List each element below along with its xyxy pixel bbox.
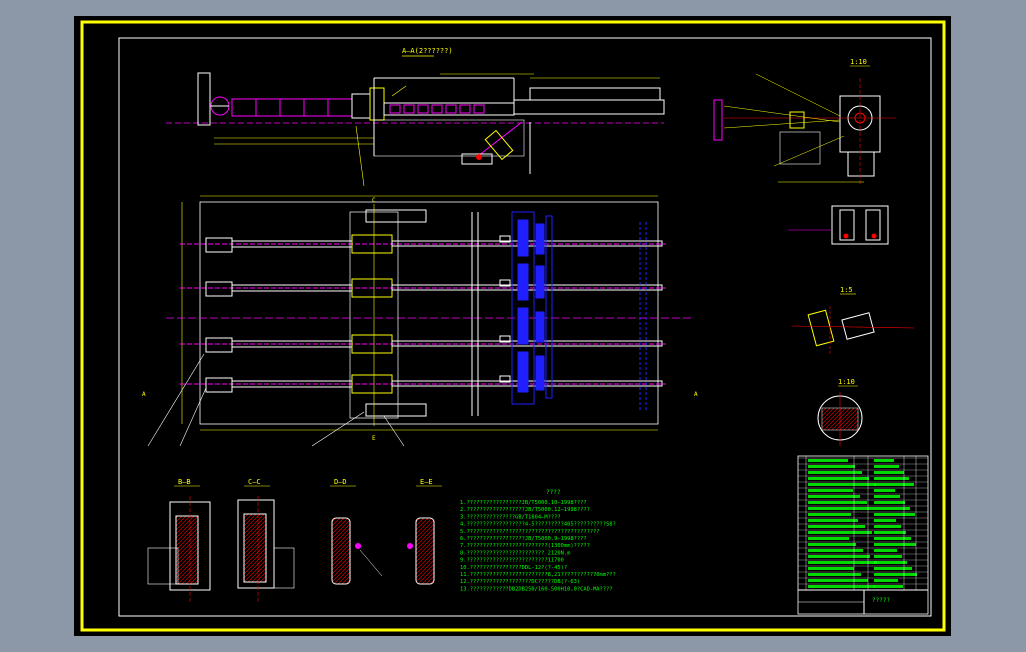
section-bb-label: B—B — [178, 478, 191, 486]
section-cc-label: C—C — [248, 478, 261, 486]
marker-e: E — [372, 435, 376, 442]
note-line: 6.??????????????????JB/T5000.9—1998???? — [460, 536, 587, 542]
note-line: 11.????????????????????????8,21?????????… — [460, 572, 616, 578]
note-line: 13.????????????DB2DB250/160-500H10,0?CAD… — [460, 586, 613, 592]
section-cc: C—C — [237, 478, 295, 602]
note-line: 2.??????????????????JB/T5000.12—1998???? — [460, 507, 590, 513]
drawing-sheet: A—A(2??????) — [80, 20, 946, 632]
detail-clamp: 1:5 — [791, 286, 915, 354]
section-ee: E—E — [407, 478, 442, 585]
note-line: 1.?????????????????JB/T5000.10—1998???? — [460, 500, 587, 506]
section-dd-label: D—D — [334, 478, 347, 486]
marker-c: C — [372, 197, 376, 204]
marker-a-left: A — [142, 391, 146, 398]
detail-mid-plan — [788, 205, 889, 245]
section-aa-label: A—A(2??????) — [402, 47, 453, 55]
inner-frame — [118, 37, 932, 617]
detail-round-scale: 1:10 — [838, 378, 855, 386]
note-line: 8.???????????????????????? 2120N.m — [460, 550, 570, 556]
conveyor-lane-4 — [180, 374, 666, 394]
section-ee-label: E—E — [420, 478, 433, 486]
elevation-view: A—A(2??????) — [166, 47, 665, 187]
cad-viewport[interactable]: A—A(2??????) — [74, 16, 951, 636]
titleblock-caption: ????? — [872, 597, 890, 604]
section-dd: D—D — [330, 478, 383, 585]
detail-mid-scale: 1:5 — [840, 286, 853, 294]
note-line: 5.??????????????????????????????????????… — [460, 529, 600, 535]
title-block: ????? — [797, 455, 929, 615]
note-line: 4.??????????????????4-5?????????405?????… — [460, 522, 616, 528]
note-line: 3.???????????????GB/T1804—M???? — [460, 514, 561, 520]
marker-a-right: A — [694, 391, 698, 398]
outer-frame — [80, 20, 946, 632]
conveyor-lane-2 — [180, 278, 666, 298]
section-bb: B—B — [147, 478, 211, 602]
detail-top: 1:10 — [713, 58, 896, 184]
note-line: 10.????????????????DDL-12?(?-45)? — [460, 565, 567, 571]
detail-top-scale: 1:10 — [850, 58, 867, 66]
plan-view: A A C E — [142, 195, 698, 447]
note-line: 9.?????????????????????????11700 — [460, 558, 564, 564]
note-line: 7.?????????????????????????(1300mm)????? — [460, 543, 590, 549]
note-line: 12.???????????????????DC?????DB(?-63) — [460, 579, 580, 585]
conveyor-lane-3 — [180, 334, 666, 354]
clamp-array — [499, 211, 553, 405]
detail-round: 1:10 — [817, 378, 863, 446]
technical-notes: ???? 1.?????????????????JB/T5000.10—1998… — [460, 489, 616, 592]
notes-title: ???? — [546, 489, 561, 496]
conveyor-lane-1 — [180, 234, 666, 254]
